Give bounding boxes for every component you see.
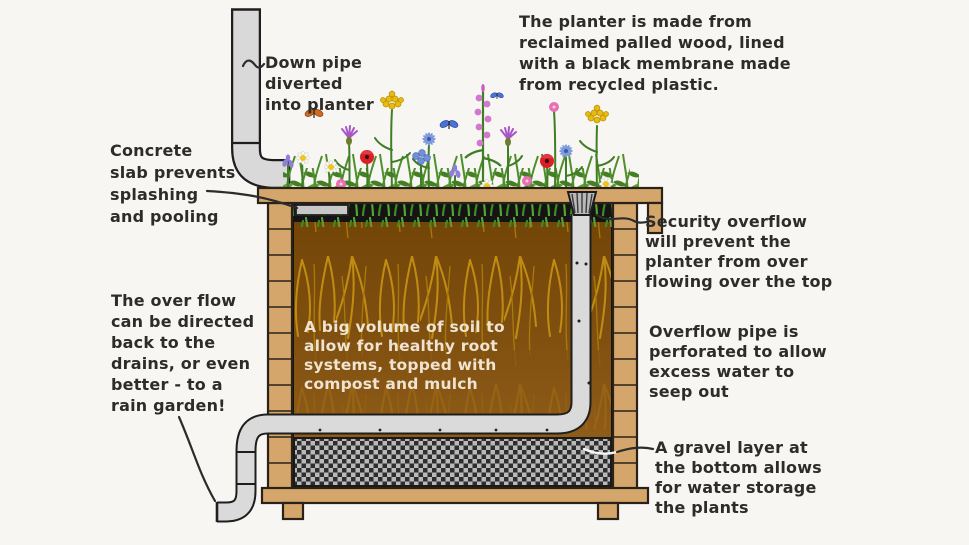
leader-gravel <box>615 446 655 454</box>
planter-interior <box>290 201 615 490</box>
flower-stems <box>287 109 615 200</box>
overflow-pipe-illustration <box>215 191 598 523</box>
planter-frame <box>256 186 664 521</box>
perforation-dots <box>318 261 591 432</box>
leader-rain-garden <box>177 415 217 503</box>
gravel-layer <box>293 437 612 487</box>
blue-butterfly-icon <box>489 91 505 100</box>
leader-lines <box>177 59 655 503</box>
orange-butterfly-icon <box>303 107 325 119</box>
concrete-slab <box>295 204 349 216</box>
leader-concrete-slab <box>205 189 299 210</box>
blue-butterfly-icon <box>438 118 460 130</box>
leader-down-pipe <box>241 59 266 69</box>
flowers-illustration <box>281 82 639 202</box>
leader-security-overflow <box>595 213 649 224</box>
leader-gravel-white <box>582 447 619 455</box>
root-systems <box>294 222 611 350</box>
down-pipe-illustration <box>231 8 291 189</box>
